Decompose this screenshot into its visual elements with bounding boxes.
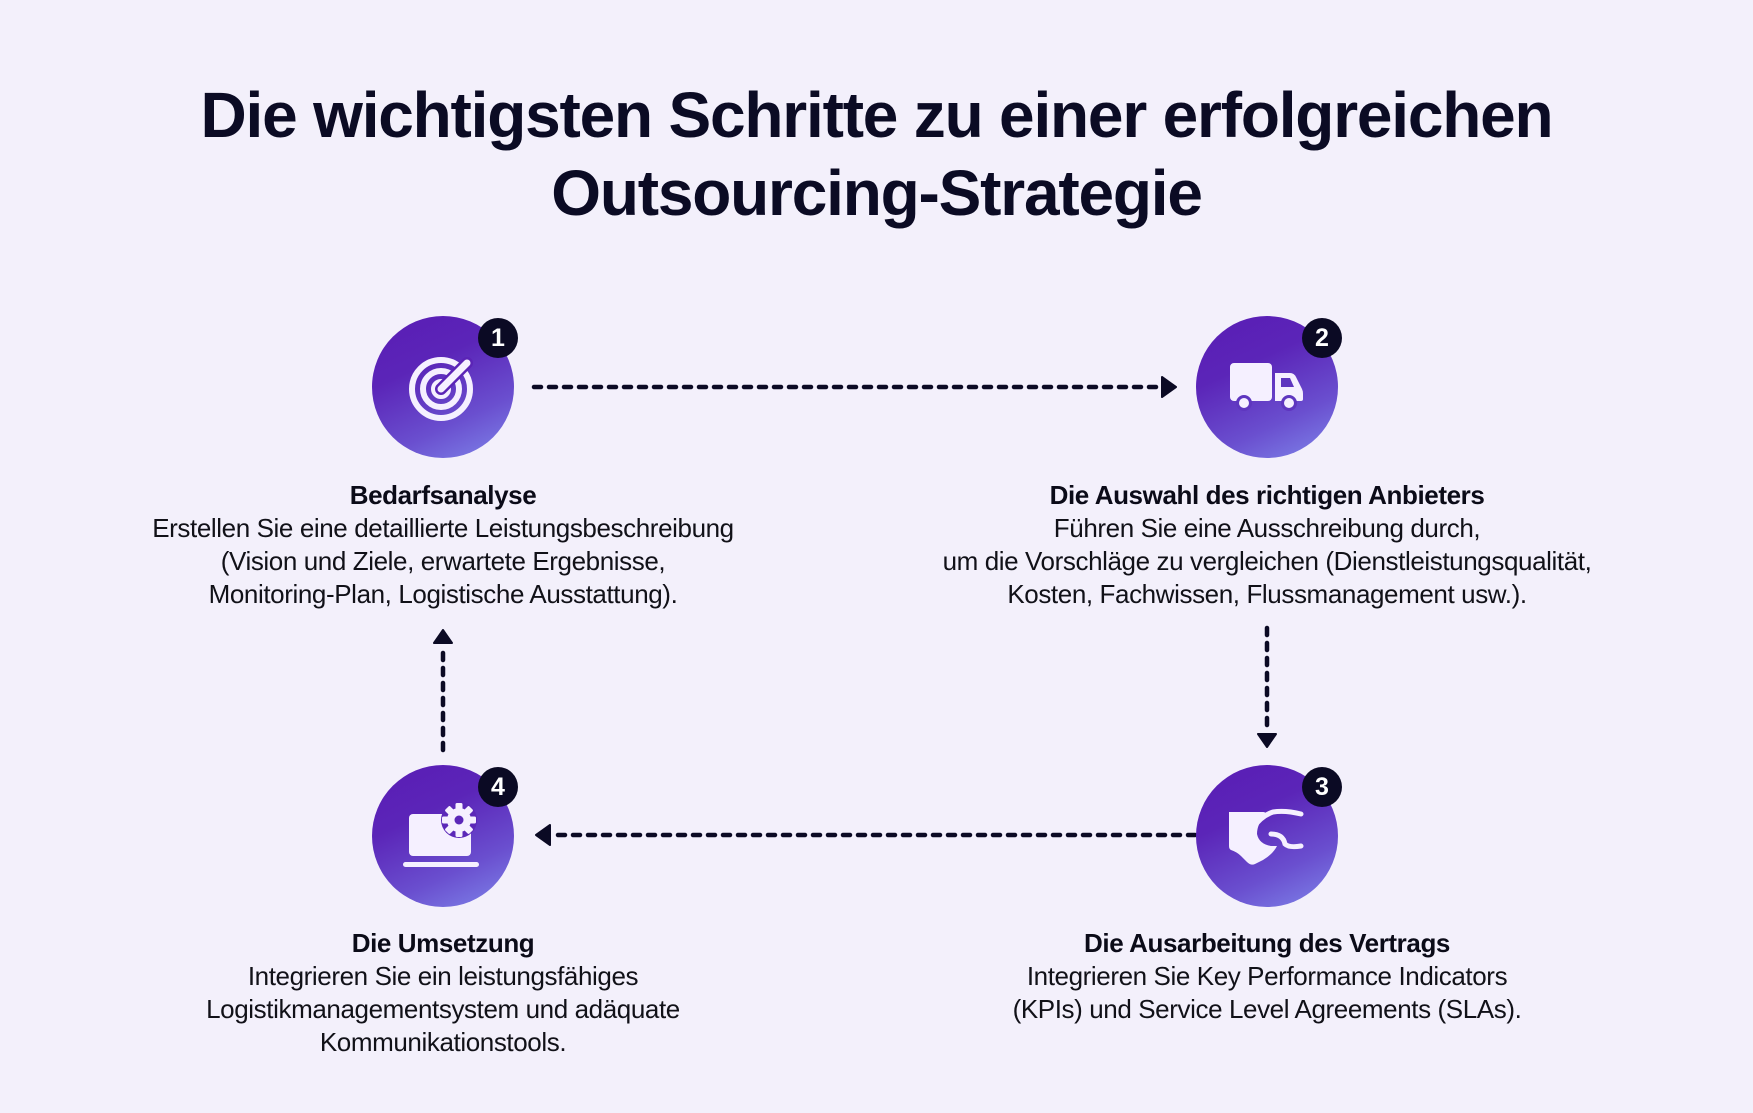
- step-2-circle: [1196, 316, 1338, 458]
- arrow-step2-to-step3: [1255, 624, 1279, 754]
- step-2-line-3: Kosten, Fachwissen, Flussmanagement usw.…: [1007, 579, 1527, 609]
- step-2-line-2: um die Vorschläge zu vergleichen (Dienst…: [942, 546, 1592, 576]
- step-3-line-1: Integrieren Sie Key Performance Indicato…: [1026, 961, 1508, 991]
- step-4-circle: [372, 765, 514, 907]
- step-4-heading: Die Umsetzung: [351, 928, 535, 958]
- title-line-2: Outsourcing-Strategie: [551, 157, 1203, 229]
- step-4-description: Die Umsetzung Integrieren Sie ein leistu…: [63, 927, 823, 1059]
- step-3-description: Die Ausarbeitung des Vertrags Integriere…: [887, 927, 1647, 1026]
- arrow-step3-to-step4: [530, 823, 1200, 847]
- step-3-number-badge: 3: [1302, 767, 1342, 807]
- handshake-icon: [1227, 804, 1307, 868]
- arrow-step1-to-step2: [530, 375, 1190, 399]
- step-1-line-3: Monitoring-Plan, Logistische Ausstattung…: [208, 579, 678, 609]
- title-line-1: Die wichtigsten Schritte zu einer erfolg…: [200, 79, 1554, 151]
- step-3-heading: Die Ausarbeitung des Vertrags: [1084, 928, 1450, 958]
- step-4-line-3: Kommunikationstools.: [319, 1027, 567, 1057]
- step-4-number-badge: 4: [478, 767, 518, 807]
- step-2-number-badge: 2: [1302, 318, 1342, 358]
- step-3-line-2: (KPIs) und Service Level Agreements (SLA…: [1012, 994, 1522, 1024]
- step-1-heading: Bedarfsanalyse: [349, 480, 537, 510]
- target-icon: [407, 351, 479, 423]
- step-1-line-1: Erstellen Sie eine detaillierte Leistung…: [152, 513, 734, 543]
- step-2-description: Die Auswahl des richtigen Anbieters Führ…: [887, 479, 1647, 611]
- step-1-number-badge: 1: [478, 318, 518, 358]
- step-1-description: Bedarfsanalyse Erstellen Sie eine detail…: [63, 479, 823, 611]
- step-4-line-2: Logistikmanagementsystem und adäquate: [206, 994, 680, 1024]
- arrow-step4-to-step1: [431, 626, 455, 756]
- step-2-heading: Die Auswahl des richtigen Anbieters: [1049, 480, 1485, 510]
- truck-icon: [1228, 359, 1306, 415]
- step-2-line-1: Führen Sie eine Ausschreibung durch,: [1053, 513, 1481, 543]
- step-4-line-1: Integrieren Sie ein leistungsfähiges: [247, 961, 639, 991]
- laptop-gear-icon: [403, 802, 483, 870]
- step-1-line-2: (Vision und Ziele, erwartete Ergebnisse,: [220, 546, 666, 576]
- page-title: Die wichtigsten Schritte zu einer erfolg…: [0, 76, 1753, 232]
